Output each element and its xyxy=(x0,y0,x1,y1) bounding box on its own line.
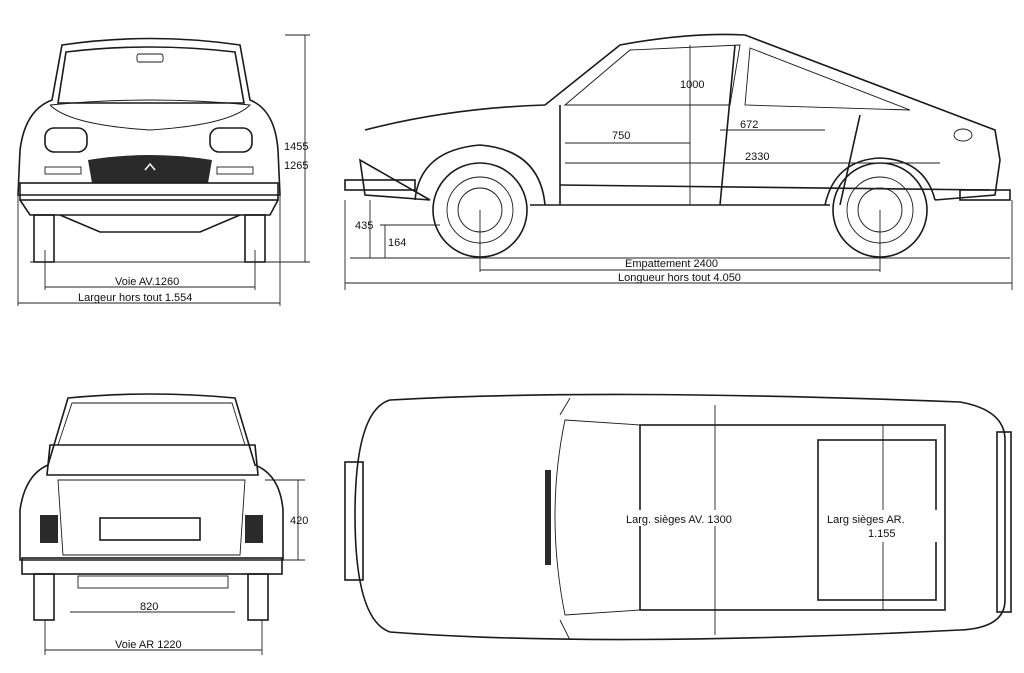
dim-trunk-width: 820 xyxy=(140,601,158,613)
dim-wheelbase: Empattement 2400 xyxy=(625,258,718,270)
tail-light-right xyxy=(245,515,263,543)
rear-view: 420 820 Voie AR 1220 xyxy=(19,393,308,655)
dashboard-vent xyxy=(545,470,551,565)
dim-trunk-height: 420 xyxy=(290,515,308,527)
dim-track-rear: Voie AR 1220 xyxy=(115,639,182,651)
dim-track-front: Voie AV.1260 xyxy=(115,276,179,288)
dim-rear-seat-depth: 672 xyxy=(740,119,758,131)
dim-front-seat-depth: 750 xyxy=(612,130,630,142)
dim-overall-width: Largeur hors tout 1.554 xyxy=(78,292,192,304)
dim-interior-length: 2330 xyxy=(745,151,769,163)
dim-rear-seat-width-value: 1.155 xyxy=(868,528,896,540)
side-view: 1000 750 672 2330 435 164 Empattement 24… xyxy=(344,33,1013,290)
dim-interior-height: 1000 xyxy=(680,79,704,91)
tail-light-left xyxy=(40,515,58,543)
dim-bumper-height: 435 xyxy=(355,220,373,232)
front-view: 1455 1265 Voie AV.1260 Largeur hors tout… xyxy=(17,34,310,306)
top-view: Larg. sièges AV. 1300 Larg sièges AR. 1.… xyxy=(344,393,1012,641)
dim-overall-length: Longueur hors tout 4.050 xyxy=(618,272,741,284)
chevron-logo xyxy=(144,162,156,171)
dim-front-seat-width: Larg. sièges AV. 1300 xyxy=(626,514,732,526)
dim-rear-seat-width-label: Larg sièges AR. xyxy=(827,514,905,526)
dim-height-total: 1455 xyxy=(284,141,308,153)
dim-height-body: 1265 xyxy=(284,160,308,172)
grille xyxy=(88,155,212,183)
dim-ground-clearance: 164 xyxy=(388,237,406,249)
